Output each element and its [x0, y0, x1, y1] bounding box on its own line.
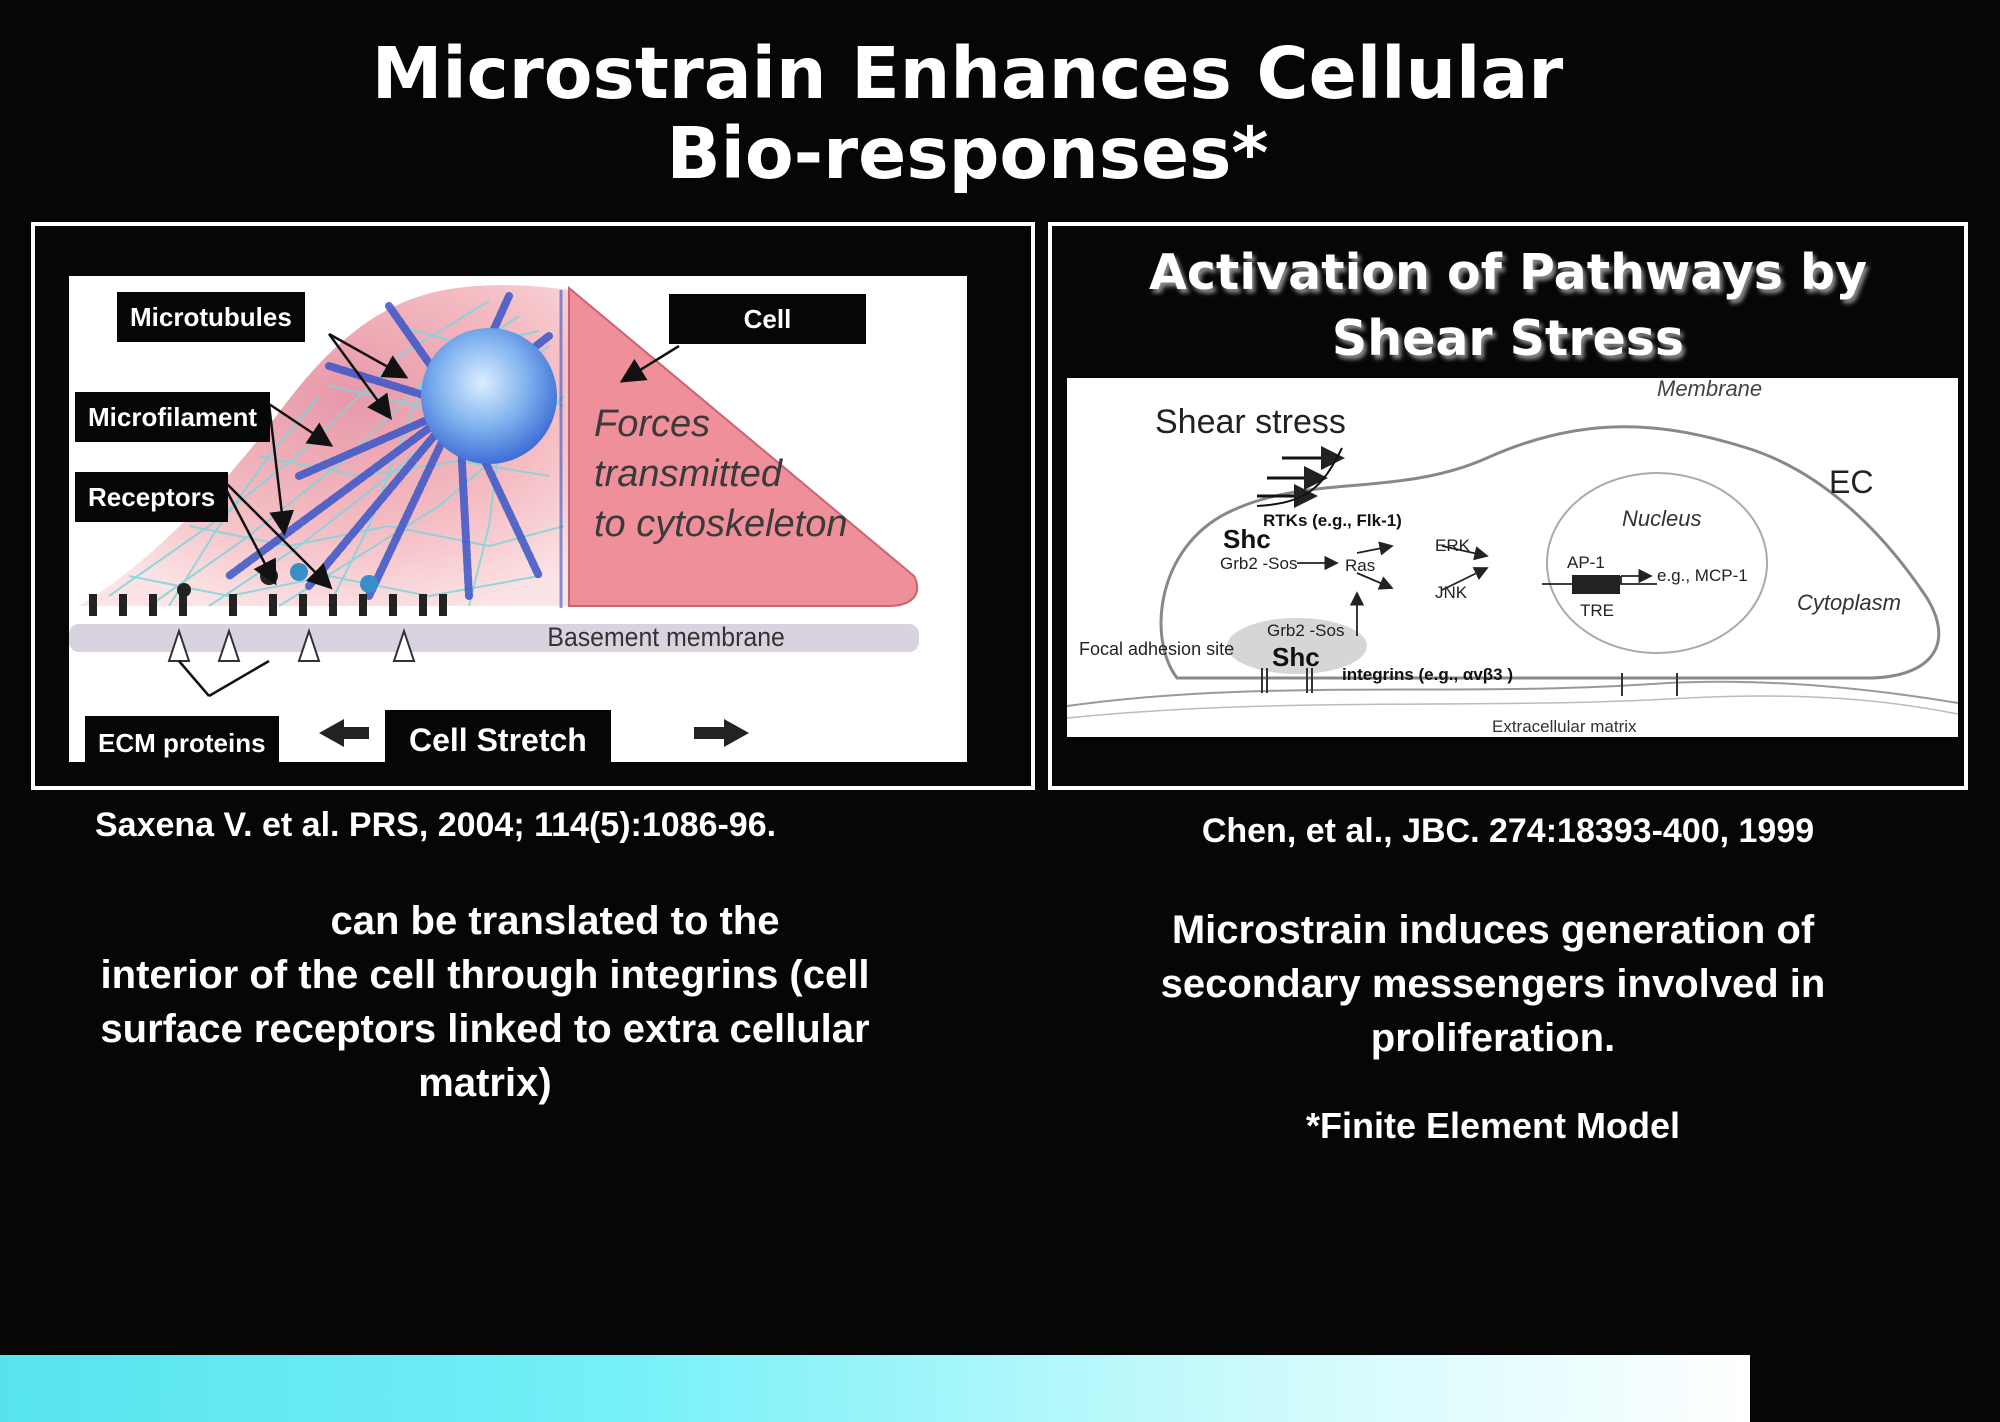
mcp1-label: e.g., MCP-1: [1657, 566, 1748, 585]
left-body-line2: interior of the cell through integrins (…: [100, 953, 870, 997]
focal-adhesion-blob: [1227, 618, 1367, 674]
shear-stress-arrows: [1256, 446, 1345, 508]
membrane-label: Membrane: [1657, 378, 1762, 401]
forces-triangle: [568, 285, 919, 607]
cell-membrane-outline: [1159, 425, 1941, 680]
right-body-line2: secondary messengers involved in: [1160, 962, 1826, 1006]
cytoplasm-label: Cytoplasm: [1797, 590, 1901, 615]
shear-stress-figure-panel: Activation of Pathways by Shear Stress: [1048, 222, 1968, 790]
left-body-line4: matrix): [418, 1061, 552, 1105]
forces-text-line1: Forces: [594, 403, 710, 445]
forces-text-line3: to cytoskeleton: [594, 503, 847, 545]
shc-label: Shc: [1223, 524, 1271, 554]
slide-title-line1: Microstrain Enhances Cellular: [371, 32, 1564, 115]
grb2-sos-2-label: Grb2 -Sos: [1267, 621, 1344, 640]
ap1-label: AP-1: [1567, 553, 1605, 572]
microtubules-label: Microtubules: [117, 292, 305, 342]
left-body-line1: can be translated to the: [330, 899, 780, 943]
ras-label: Ras: [1345, 556, 1375, 575]
shear-title-line1: Activation of Pathways by: [1148, 244, 1868, 301]
ec-label: EC: [1829, 464, 1873, 500]
shear-stress-label: Shear stress: [1155, 403, 1346, 441]
cytoskeleton-illustration: Basement membrane: [69, 276, 967, 762]
ecm-label: Extracellular matrix: [1492, 717, 1637, 736]
ecm-proteins-label: ECM proteins: [85, 716, 279, 762]
left-body-line3: surface receptors linked to extra cellul…: [100, 1007, 870, 1051]
rtks-label: RTKs (e.g., Flk-1): [1263, 511, 1402, 530]
pathway-drawing: Shear stress Membrane EC Nucleus Cytopla…: [1067, 378, 1958, 736]
nucleus-label: Nucleus: [1622, 506, 1701, 531]
stretch-arrow-right: [694, 719, 749, 747]
shear-stress-figure-title: Activation of Pathways by Shear Stress: [1052, 240, 1964, 372]
tre-box: [1572, 575, 1620, 594]
basement-membrane-band: [69, 624, 919, 652]
ecm-line: [1067, 680, 1958, 707]
cytoskeleton-drawing: Basement membrane: [69, 285, 919, 747]
stretch-arrow-left: [319, 719, 369, 747]
tre-label: TRE: [1580, 601, 1614, 620]
finite-element-footnote: *Finite Element Model: [1305, 1105, 1681, 1146]
slide-title-line2: Bio-responses*: [666, 112, 1269, 195]
left-body-text: can be translated to the interior of the…: [20, 894, 950, 1110]
cell-stretch-figure-panel: Basement membrane: [31, 222, 1035, 790]
nucleus-outline: [1546, 472, 1768, 654]
cell-stretch-label: Cell Stretch: [385, 710, 611, 762]
shear-stress-pathway-diagram: Shear stress Membrane EC Nucleus Cytopla…: [1067, 378, 1958, 737]
label-pointers: [178, 332, 680, 698]
microfilament-label: Microfilament: [75, 392, 271, 442]
cell-label: Cell: [669, 294, 866, 344]
right-citation: Chen, et al., JBC. 274:18393-400, 1999: [1201, 812, 1815, 850]
integrin-marks: [1261, 668, 1678, 696]
basement-membrane-label: Basement membrane: [547, 623, 784, 652]
ecm-protein-markers: [167, 627, 416, 662]
forces-text-line2: transmitted: [594, 453, 784, 495]
right-body-text: Microstrain induces generation of second…: [1048, 903, 1938, 1065]
footer-gradient-bar: [0, 1355, 1750, 1422]
receptors-row: [89, 563, 447, 616]
integrins-label: integrins (e.g., αvβ3 ): [1342, 665, 1513, 684]
left-citation: Saxena V. et al. PRS, 2004; 114(5):1086-…: [95, 806, 777, 844]
right-body-line3: proliferation.: [1370, 1016, 1616, 1060]
grb2-sos-label: Grb2 -Sos: [1220, 554, 1297, 573]
shc-2-label: Shc: [1272, 642, 1320, 672]
focal-adhesion-label: Focal adhesion site: [1079, 639, 1234, 659]
shear-title-line2: Shear Stress: [1331, 310, 1685, 367]
erk-label: ERK: [1435, 536, 1471, 555]
slide-title: Microstrain Enhances Cellular Bio-respon…: [0, 34, 1935, 194]
receptors-label: Receptors: [75, 472, 229, 522]
right-body-line1: Microstrain induces generation of: [1171, 908, 1815, 952]
nucleus: [421, 328, 557, 464]
jnk-label: JNK: [1435, 583, 1468, 602]
